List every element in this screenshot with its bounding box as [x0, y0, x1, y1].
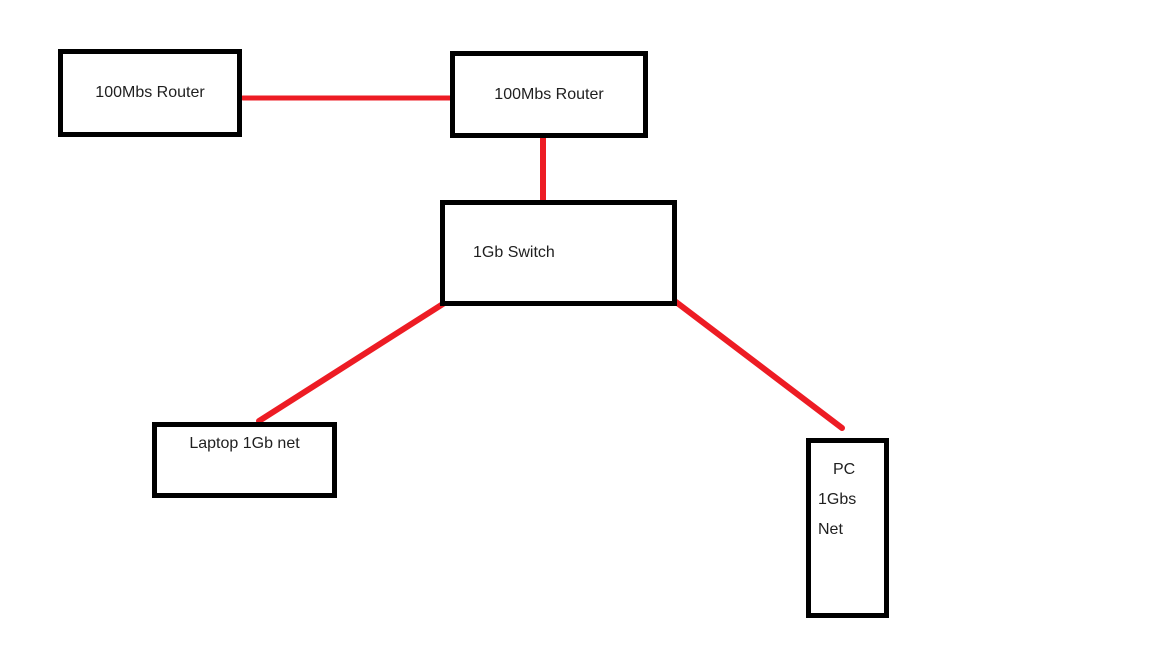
node-router-left: 100Mbs Router — [58, 49, 242, 137]
node-switch-label: 1Gb Switch — [473, 244, 555, 261]
node-laptop: Laptop 1Gb net — [152, 422, 337, 498]
node-router-left-label: 100Mbs Router — [95, 84, 205, 101]
node-pc-label-line-3: Net — [818, 521, 843, 538]
node-pc-label-line-2: 1Gbs — [818, 491, 857, 508]
link-switch-to-pc — [673, 299, 845, 431]
node-laptop-label: Laptop 1Gb net — [189, 435, 300, 452]
node-router-main: 100Mbs Router — [450, 51, 648, 138]
node-pc-label-line-1: PC — [833, 461, 856, 478]
link-switch-to-laptop — [256, 299, 449, 424]
node-pc: PC 1Gbs Net — [806, 438, 889, 618]
node-router-main-label: 100Mbs Router — [494, 85, 604, 103]
node-switch: 1Gb Switch — [440, 200, 677, 306]
